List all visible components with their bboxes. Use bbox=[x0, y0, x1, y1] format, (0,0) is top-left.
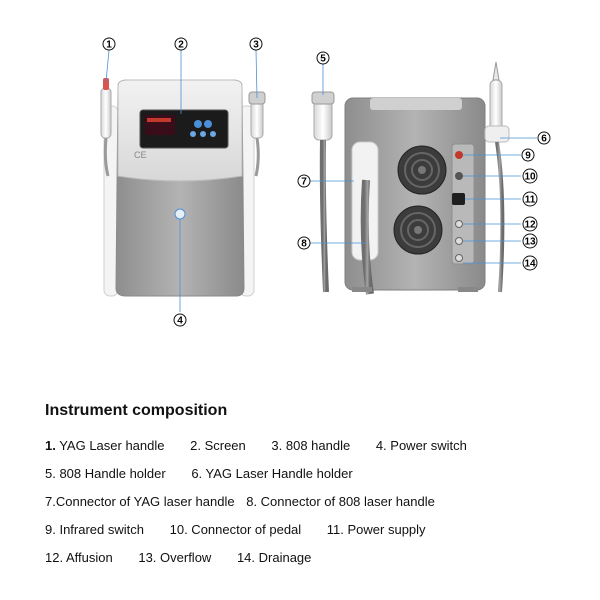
yag-cable-front bbox=[103, 137, 110, 177]
device-diagram: CE bbox=[100, 37, 551, 327]
legend-item: 2. Screen bbox=[190, 438, 246, 453]
pedal-connector-icon bbox=[455, 172, 463, 180]
legend-item: 3. 808 handle bbox=[271, 438, 351, 453]
svg-text:5: 5 bbox=[320, 54, 326, 65]
yag-handle-tip bbox=[103, 78, 109, 90]
fan-upper bbox=[397, 145, 447, 195]
callout-1: 1 bbox=[102, 37, 116, 51]
legend-line-2: 5. 808 Handle holder 6. YAG Laser Handle… bbox=[45, 466, 375, 481]
yag-handle-back-tip bbox=[492, 61, 500, 81]
callout-badges: 1 2 3 4 5 6 7 8 9 10 11 12 13 14 bbox=[102, 37, 551, 327]
callout-9: 9 bbox=[521, 148, 535, 162]
callout-11: 11 bbox=[522, 191, 538, 207]
callout-3: 3 bbox=[249, 37, 263, 51]
yag-cable-back bbox=[495, 141, 505, 293]
legend-item: 1. YAG Laser handle bbox=[45, 438, 165, 453]
callout-leaders bbox=[105, 49, 537, 312]
legend-item: 12. Affusion bbox=[45, 550, 113, 565]
callout-7: 7 bbox=[297, 174, 311, 188]
legend-item: 6. YAG Laser Handle holder bbox=[191, 466, 353, 481]
front-screen-button bbox=[200, 131, 206, 137]
svg-text:9: 9 bbox=[525, 151, 531, 162]
callout-5: 5 bbox=[316, 51, 330, 65]
svg-text:12: 12 bbox=[524, 220, 536, 231]
legend-item: 11. Power supply bbox=[326, 522, 426, 537]
svg-text:1: 1 bbox=[106, 40, 112, 51]
yag-handle-front bbox=[100, 87, 112, 139]
drainage-port-icon bbox=[455, 254, 463, 262]
callout-14: 14 bbox=[522, 255, 538, 271]
legend-line-5: 12. Affusion 13. Overflow 14. Drainage bbox=[45, 550, 333, 565]
legend-item: 9. Infrared switch bbox=[45, 522, 144, 537]
back-foot bbox=[352, 287, 372, 292]
808-cable-back bbox=[319, 139, 329, 293]
svg-text:13: 13 bbox=[524, 237, 536, 248]
callout-13: 13 bbox=[522, 233, 538, 249]
infrared-switch-icon bbox=[455, 151, 463, 159]
808-cable-back-2 bbox=[360, 179, 374, 295]
back-foot bbox=[458, 287, 478, 292]
svg-text:6: 6 bbox=[541, 134, 547, 145]
legend-line-1: 1. YAG Laser handle 2. Screen 3. 808 han… bbox=[45, 438, 489, 453]
callout-4: 4 bbox=[173, 313, 187, 327]
legend-line-4: 9. Infrared switch 10. Connector of peda… bbox=[45, 522, 448, 537]
callout-6: 6 bbox=[537, 131, 551, 145]
ce-logo: CE bbox=[134, 150, 147, 160]
yag-handle-back bbox=[489, 79, 503, 131]
legend-item: 4. Power switch bbox=[375, 438, 467, 453]
svg-text:11: 11 bbox=[525, 195, 536, 206]
legend-line-3: 7.Connector of YAG laser handle 8. Conne… bbox=[45, 494, 457, 509]
overflow-port-icon bbox=[455, 237, 463, 245]
fan-lower bbox=[393, 205, 443, 255]
front-screen-bar bbox=[147, 118, 171, 122]
back-view bbox=[311, 61, 510, 295]
legend-item: 5. 808 Handle holder bbox=[45, 466, 166, 481]
legend-item: 8. Connector of 808 laser handle bbox=[246, 494, 435, 509]
legend-title: Instrument composition bbox=[45, 402, 228, 419]
callout-10: 10 bbox=[522, 168, 538, 184]
front-screen-button bbox=[204, 120, 212, 128]
legend-item: 14. Drainage bbox=[236, 550, 312, 565]
power-supply-icon bbox=[452, 193, 465, 205]
legend-item: 7.Connector of YAG laser handle bbox=[45, 494, 235, 509]
legend-item: 10. Connector of pedal bbox=[169, 522, 302, 537]
svg-text:8: 8 bbox=[301, 239, 307, 250]
callout-2: 2 bbox=[174, 37, 188, 51]
callout-12: 12 bbox=[522, 216, 538, 232]
affusion-port-icon bbox=[455, 220, 463, 228]
svg-text:2: 2 bbox=[178, 40, 184, 51]
808-cable-front bbox=[254, 137, 260, 177]
front-screen-button bbox=[210, 131, 216, 137]
front-screen-button bbox=[194, 120, 202, 128]
svg-text:14: 14 bbox=[524, 259, 536, 270]
front-screen-button bbox=[190, 131, 196, 137]
back-top bbox=[370, 98, 462, 110]
power-switch-icon bbox=[174, 208, 186, 220]
legend-item: 13. Overflow bbox=[138, 550, 212, 565]
svg-text:4: 4 bbox=[177, 316, 183, 327]
svg-text:3: 3 bbox=[253, 40, 259, 51]
yag-holder-back bbox=[484, 125, 510, 143]
svg-text:7: 7 bbox=[301, 177, 307, 188]
callout-8: 8 bbox=[297, 236, 311, 250]
front-view: CE bbox=[100, 78, 266, 297]
svg-text:10: 10 bbox=[524, 172, 536, 183]
